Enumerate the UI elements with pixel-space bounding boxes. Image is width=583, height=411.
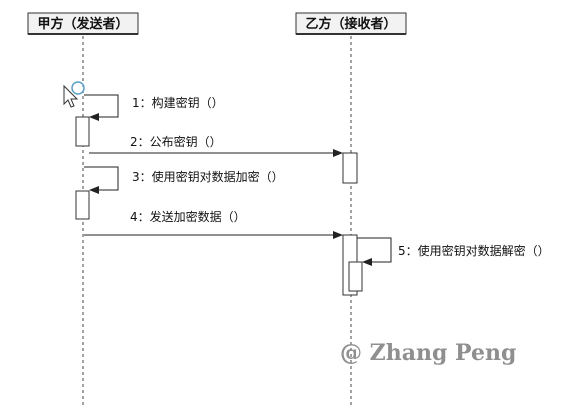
message-label-3: 3：使用密钥对数据加密（）	[132, 169, 284, 184]
cursor-icon	[63, 81, 85, 108]
message-label-1: 1：构建密钥（）	[132, 95, 224, 110]
activation-sender-2	[75, 190, 90, 220]
participant-label-receiver: 乙方（接收者）	[305, 16, 396, 32]
activation-receiver-1	[342, 152, 358, 184]
message-label-4: 4：发送加密数据（）	[130, 209, 246, 224]
participant-receiver: 乙方（接收者）	[295, 12, 407, 35]
message-arrow-3	[84, 166, 119, 194]
message-label-5: 5：使用密钥对数据解密（）	[398, 243, 550, 258]
participant-sender: 甲方（发送者）	[27, 12, 139, 35]
activation-sender-1	[75, 116, 90, 147]
message-arrow-5	[357, 237, 392, 266]
watermark: @ Zhang Peng	[340, 340, 516, 366]
message-label-2: 2：公布密钥（）	[130, 134, 222, 149]
participant-label-sender: 甲方（发送者）	[37, 16, 128, 32]
activation-receiver-nested	[348, 261, 363, 292]
message-arrow-1	[84, 94, 119, 121]
